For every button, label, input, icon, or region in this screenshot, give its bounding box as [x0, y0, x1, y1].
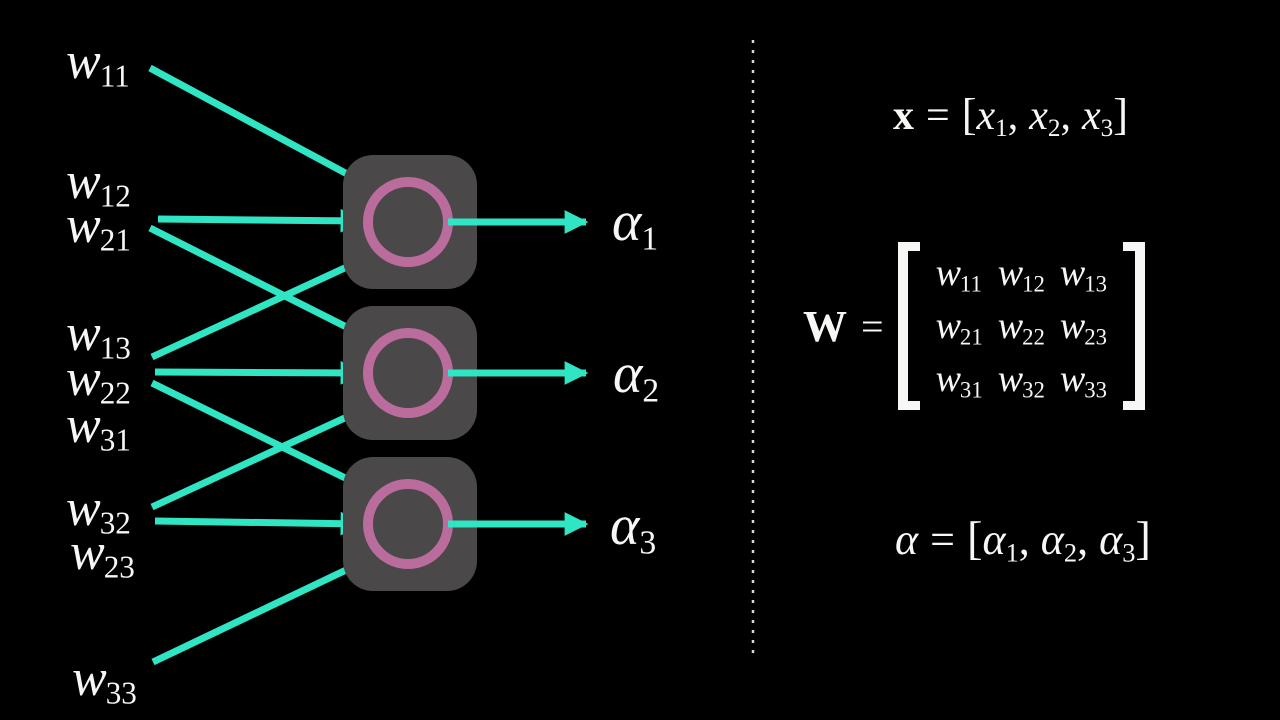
x-vector-equation: x = [ x1 , x2 , x3 ] [893, 88, 1129, 143]
matrix-cell-w32: w32 [997, 358, 1045, 403]
comma: , [1060, 93, 1072, 139]
comma: , [1077, 515, 1089, 564]
matrix-cell-w23: w23 [1059, 305, 1108, 350]
comma: , [1018, 515, 1030, 564]
matrix-cell-w33: w33 [1059, 358, 1108, 403]
close-bracket: ] [1113, 89, 1129, 139]
weight-label-w13: w13 [66, 305, 131, 366]
weight-label-w22: w22 [66, 350, 131, 411]
alpha3-term: α3 [1099, 515, 1136, 568]
equals-sign: = [930, 515, 955, 564]
weight-label-w23: w23 [70, 524, 135, 585]
alpha-vector-equation: α = [ α1 , α2 , α3 ] [895, 512, 1151, 566]
input-arrow-w32 [154, 511, 365, 536]
alpha2-term: α2 [1040, 515, 1078, 568]
input-arrow-w12 [157, 208, 365, 233]
x1-term: x1 [976, 93, 1008, 143]
matrix-cell-w12: w12 [997, 252, 1045, 297]
weight-label-w31: w31 [66, 397, 131, 458]
matrix-cell-w31: w31 [935, 358, 983, 403]
alpha-vector-lhs: α [895, 515, 919, 564]
matrix-right-bracket [1123, 242, 1146, 410]
weight-label-w21: w21 [66, 197, 131, 258]
weight-label-w11: w11 [66, 33, 130, 94]
neuron-1-box [343, 155, 477, 289]
matrix-cell-w21: w21 [935, 305, 983, 350]
weight-matrix-equation: W = w11 w12 w13 w21 w22 w23 w31 w32 w33 [803, 242, 1146, 410]
close-bracket: ] [1135, 513, 1151, 565]
x-vector-lhs: x [893, 93, 914, 139]
alpha1-term: α1 [982, 515, 1019, 568]
neuron-2-box [343, 306, 477, 440]
weight-label-w12: w12 [66, 153, 131, 214]
comma: , [1007, 93, 1019, 139]
input-arrow-w22 [154, 360, 365, 385]
open-bracket: [ [961, 89, 977, 139]
output-label-alpha1: α1 [612, 191, 659, 258]
open-bracket: [ [966, 513, 983, 565]
matrix-left-bracket [897, 242, 920, 410]
output-label-alpha2: α2 [613, 343, 660, 410]
matrix-cell-w13: w13 [1059, 252, 1108, 297]
equals-sign: = [861, 303, 884, 349]
weight-label-w32: w32 [66, 480, 131, 541]
x3-term: x3 [1082, 93, 1114, 143]
equals-sign: = [926, 93, 950, 139]
matrix-cell-w11: w11 [935, 252, 982, 297]
weight-label-w33: w33 [72, 650, 137, 711]
x2-term: x2 [1029, 93, 1061, 143]
weight-matrix-grid: w11 w12 w13 w21 w22 w23 w31 w32 w33 [920, 252, 1123, 403]
neuron-3-box [343, 457, 477, 591]
matrix-cell-w22: w22 [997, 305, 1045, 350]
w-matrix-lhs: W [803, 301, 847, 351]
output-label-alpha3: α3 [610, 495, 657, 562]
